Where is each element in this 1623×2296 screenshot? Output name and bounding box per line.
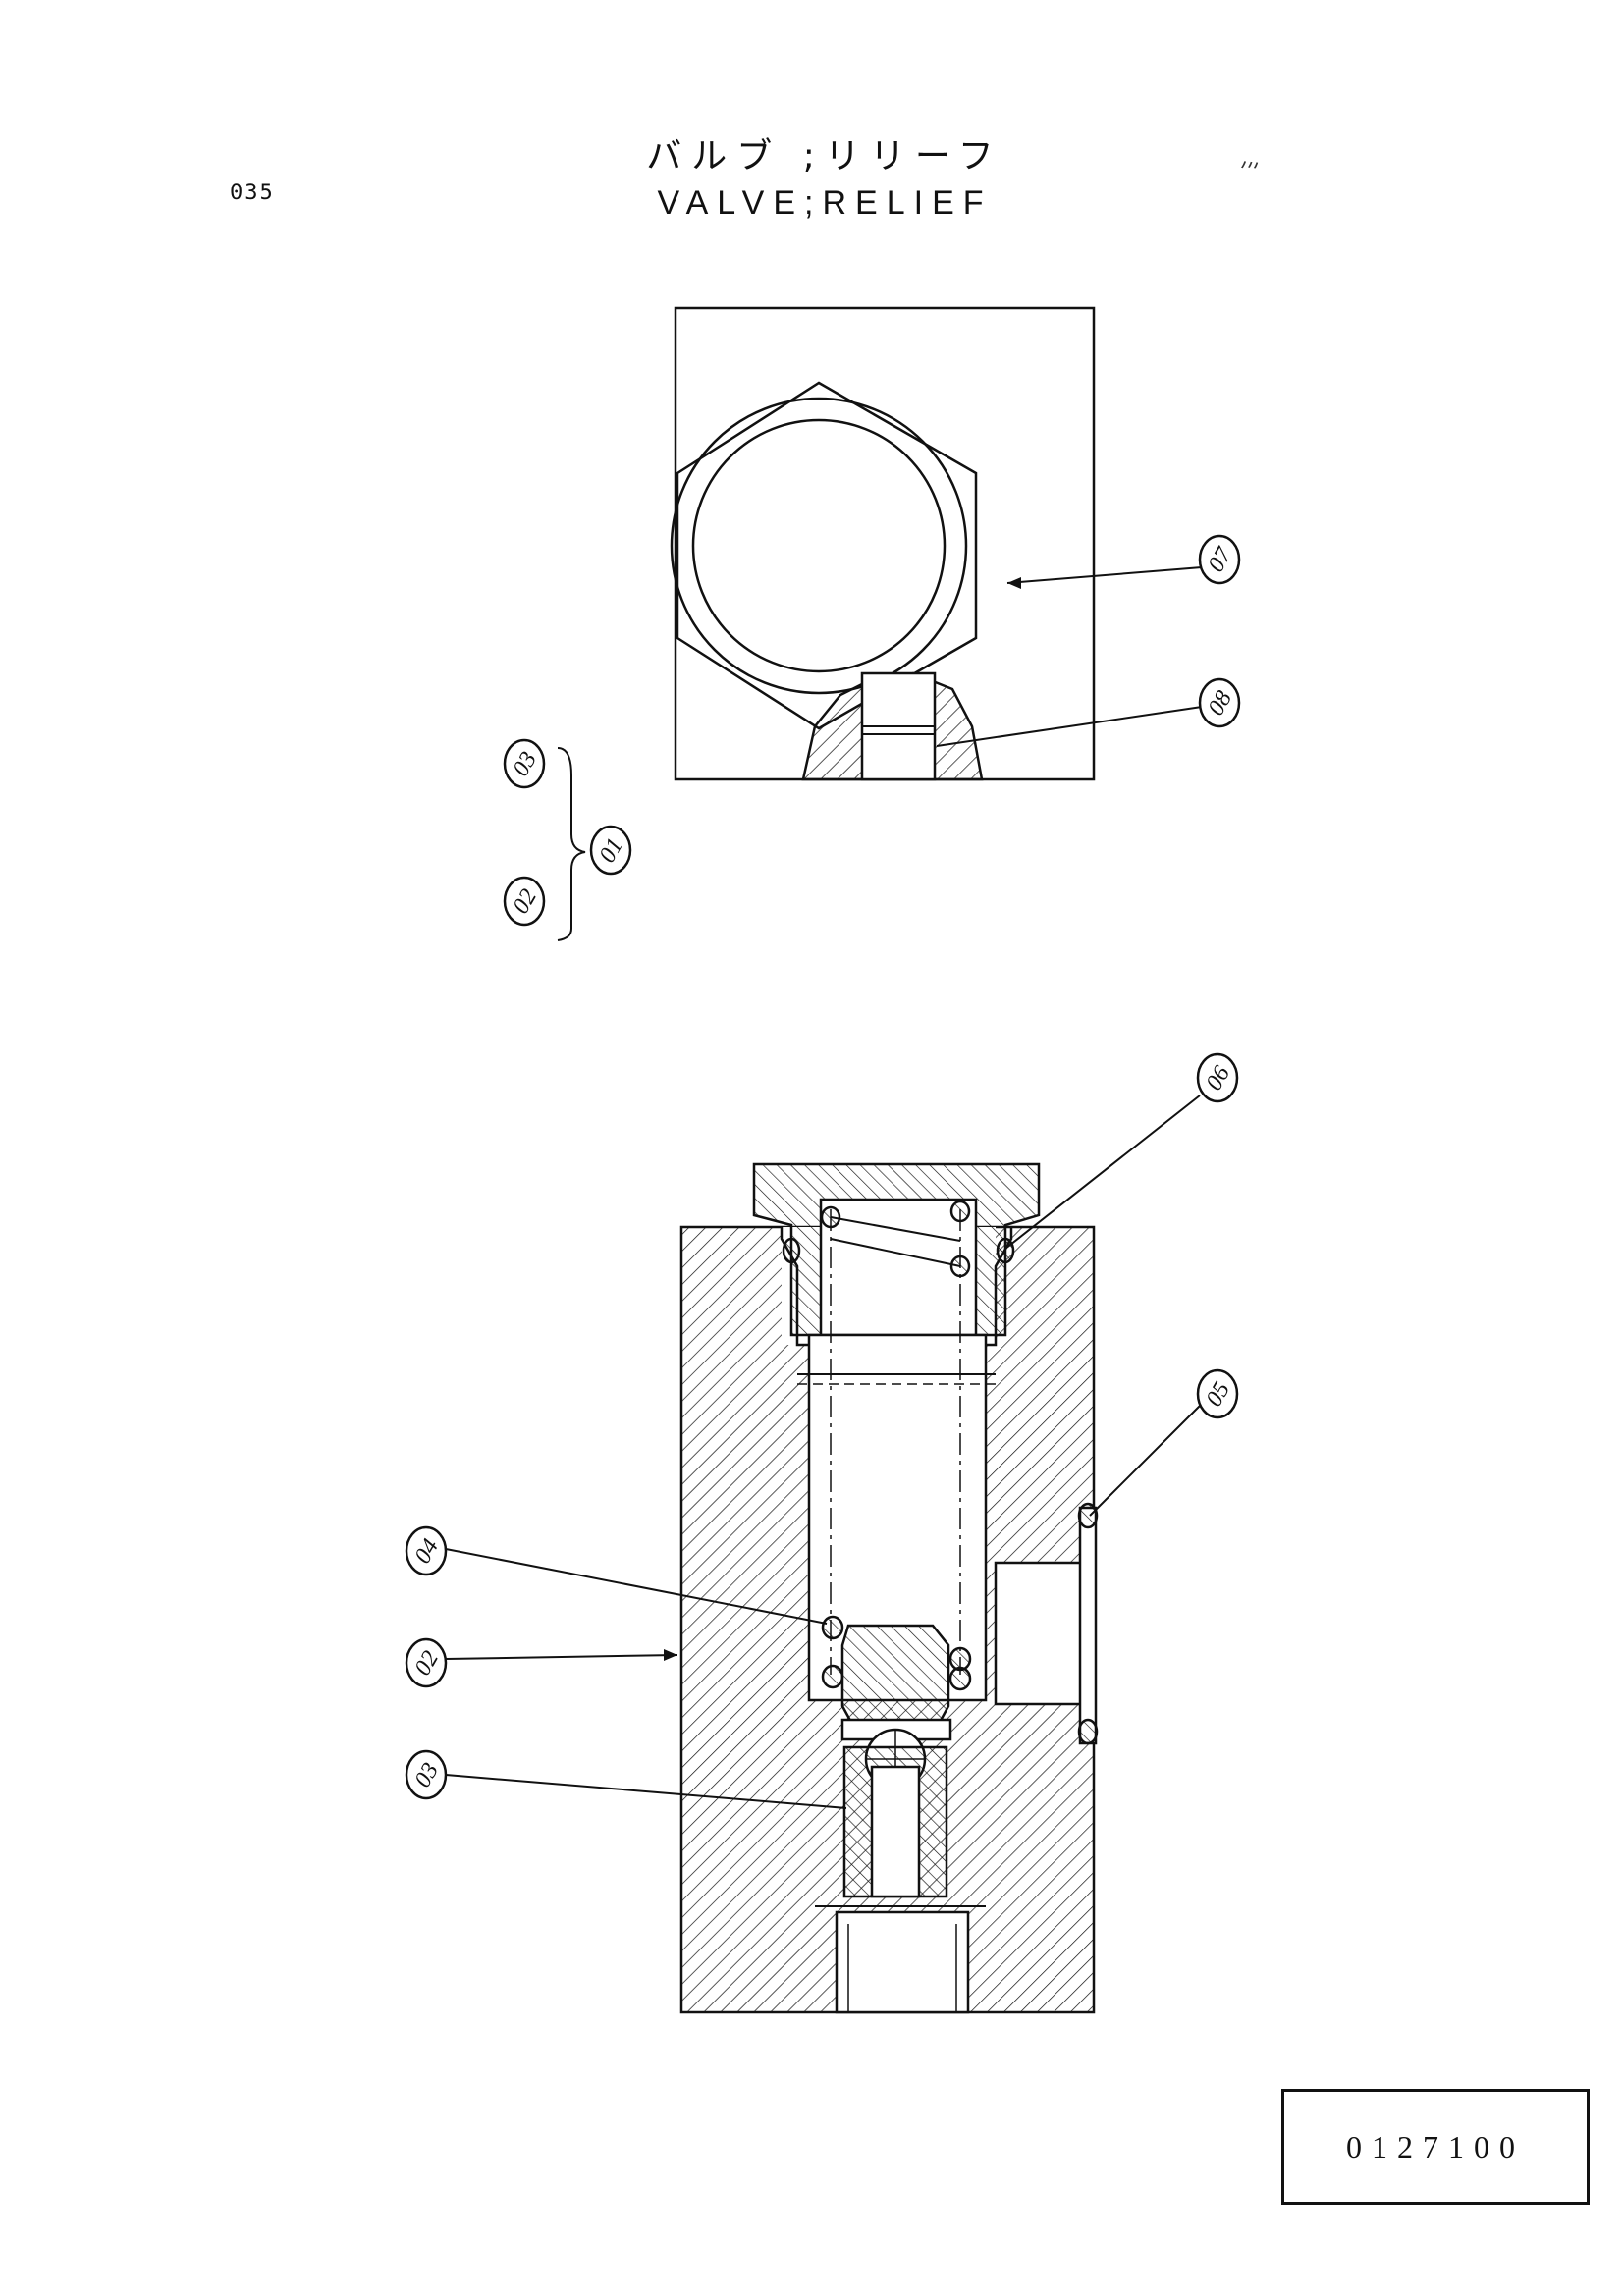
callout-05: 05 [1196, 1368, 1239, 1419]
section-view [445, 1095, 1201, 2014]
callout-02-brace: 02 [503, 876, 546, 927]
drawing-code-box: 0127100 [1281, 2089, 1590, 2205]
leader-04 [445, 1548, 828, 1625]
callout-02: 02 [405, 1637, 448, 1688]
hex-outer-circle [670, 397, 968, 695]
callout-06: 06 [1196, 1052, 1239, 1103]
leader-08 [936, 706, 1203, 747]
hex-inner-circle [691, 418, 947, 673]
callout-03: 03 [405, 1749, 448, 1800]
leader-03 [445, 1774, 847, 1809]
bottom-port [835, 1910, 970, 2014]
callout-08: 08 [1198, 677, 1241, 728]
leader-05 [1089, 1405, 1201, 1517]
title-english: VALVE;RELIEF [657, 185, 993, 222]
page-number: 035 [230, 181, 275, 205]
callout-04: 04 [405, 1525, 448, 1576]
title-japanese: バルブ ;リリーフ [646, 136, 1003, 177]
callout-07: 07 [1198, 534, 1241, 585]
leader-07 [1006, 566, 1203, 584]
assembly-brace [557, 747, 586, 941]
drawing-code: 0127100 [1346, 2128, 1525, 2164]
leader-02 [445, 1654, 678, 1660]
callout-03-brace: 03 [503, 738, 546, 789]
leader-06 [1004, 1095, 1201, 1250]
top-view [670, 306, 1203, 781]
side-port [994, 1561, 1088, 1706]
callout-01: 01 [589, 825, 632, 876]
poppet [840, 1624, 950, 1730]
